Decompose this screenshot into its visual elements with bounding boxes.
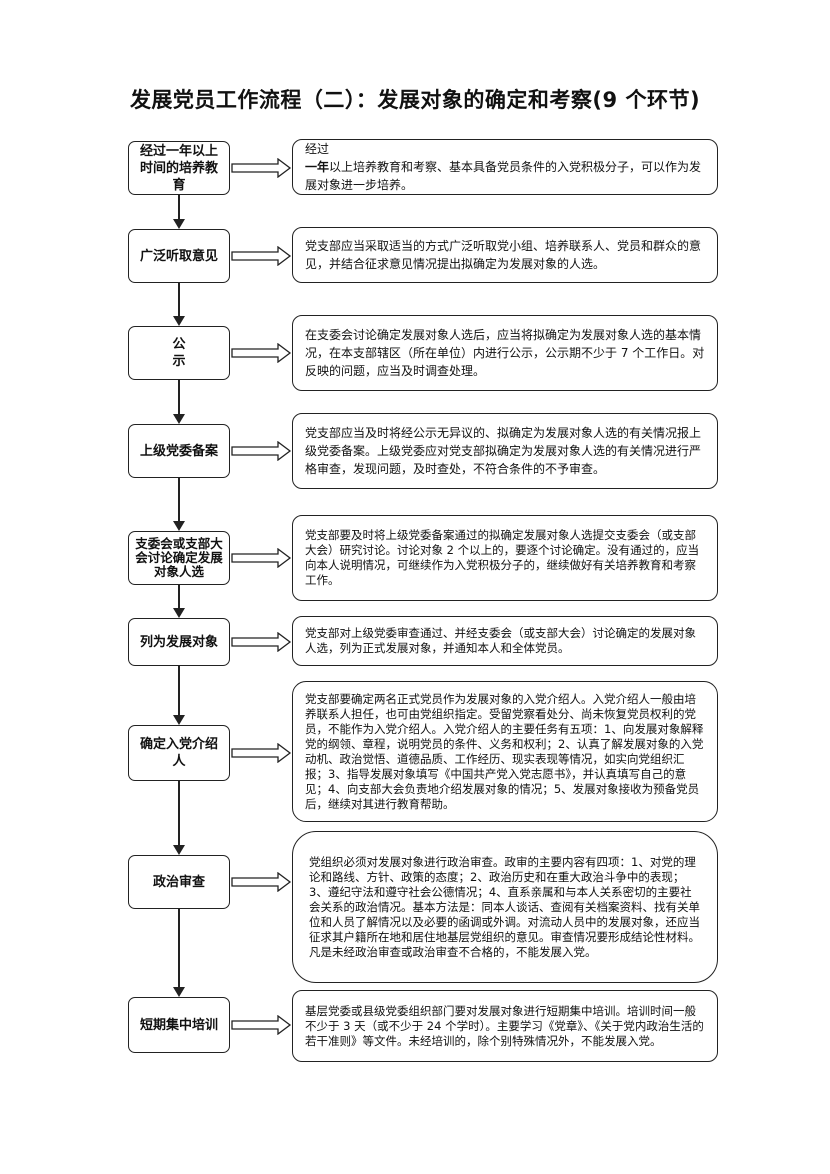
step-label: 支委会或支部大会讨论确定发展对象人选 bbox=[135, 536, 223, 579]
step-label: 广泛听取意见 bbox=[139, 248, 218, 264]
step-label: 政治审查 bbox=[152, 874, 205, 890]
step-box-8: 政治审查 bbox=[128, 855, 230, 909]
step-description-1: 经过一年以上培养教育和考察、基本具备党员条件的入党积极分子，可以作为发展对象进一… bbox=[292, 139, 718, 195]
step-box-9: 短期集中培训 bbox=[128, 997, 230, 1053]
step-label: 经过一年以上时间的培养教育 bbox=[139, 143, 218, 193]
right-arrow-icon bbox=[231, 1015, 292, 1035]
down-arrow-icon bbox=[173, 195, 185, 229]
right-arrow-icon bbox=[231, 743, 292, 763]
step-box-4: 上级党委备案 bbox=[128, 424, 230, 478]
step-description-3: 在支委会讨论确定发展对象人选后，应当将拟确定为发展对象人选的基本情况，在本支部辖… bbox=[292, 315, 718, 391]
step-box-1: 经过一年以上时间的培养教育 bbox=[128, 141, 230, 195]
down-arrow-icon bbox=[173, 283, 185, 326]
step-description-6: 党支部对上级党委审查通过、并经支委会（或支部大会）讨论确定的发展对象人选，列为正… bbox=[292, 616, 718, 666]
down-arrow-icon bbox=[173, 585, 185, 618]
down-arrow-icon bbox=[173, 781, 185, 855]
right-arrow-icon bbox=[231, 441, 292, 461]
down-arrow-icon bbox=[173, 478, 185, 531]
step-box-3: 公 示 bbox=[128, 326, 230, 380]
step-label: 上级党委备案 bbox=[139, 443, 218, 459]
step-box-2: 广泛听取意见 bbox=[128, 229, 230, 283]
step-description-9: 基层党委或县级党委组织部门要对发展对象进行短期集中培训。培训时间一般不少于 3 … bbox=[292, 990, 718, 1062]
right-arrow-icon bbox=[231, 246, 292, 266]
right-arrow-icon bbox=[231, 872, 292, 892]
right-arrow-icon bbox=[231, 343, 292, 363]
step-description-8: 党组织必须对发展对象进行政治审查。政审的主要内容有四项：1、对党的理论和路线、方… bbox=[292, 831, 718, 983]
step-label: 短期集中培训 bbox=[139, 1017, 218, 1033]
step-box-5: 支委会或支部大会讨论确定发展对象人选 bbox=[128, 531, 230, 585]
right-arrow-icon bbox=[231, 632, 292, 652]
step-box-6: 列为发展对象 bbox=[128, 618, 230, 666]
step-label: 公 示 bbox=[172, 337, 227, 369]
step-description-4: 党支部应当及时将经公示无异议的、拟确定为发展对象人选的有关情况报上级党委备案。上… bbox=[292, 413, 718, 489]
down-arrow-icon bbox=[173, 380, 185, 424]
down-arrow-icon bbox=[173, 909, 185, 997]
right-arrow-icon bbox=[231, 158, 292, 178]
step-description-2: 党支部应当采取适当的方式广泛听取党小组、培养联系人、党员和群众的意见，并结合征求… bbox=[292, 227, 718, 283]
step-label: 列为发展对象 bbox=[139, 634, 218, 650]
step-box-7: 确定入党介绍人 bbox=[128, 725, 230, 781]
right-arrow-icon bbox=[231, 548, 292, 568]
step-description-7: 党支部要确定两名正式党员作为发展对象的入党介绍人。入党介绍人一般由培养联系人担任… bbox=[292, 681, 718, 822]
step-label: 确定入党介绍人 bbox=[139, 737, 218, 769]
down-arrow-icon bbox=[173, 666, 185, 725]
page-title: 发展党员工作流程（二）：发展对象的确定和考察(9 个环节) bbox=[129, 88, 701, 112]
step-description-5: 党支部要及时将上级党委备案通过的拟确定发展对象人选提交支委会（或支部大会）研究讨… bbox=[292, 515, 718, 601]
